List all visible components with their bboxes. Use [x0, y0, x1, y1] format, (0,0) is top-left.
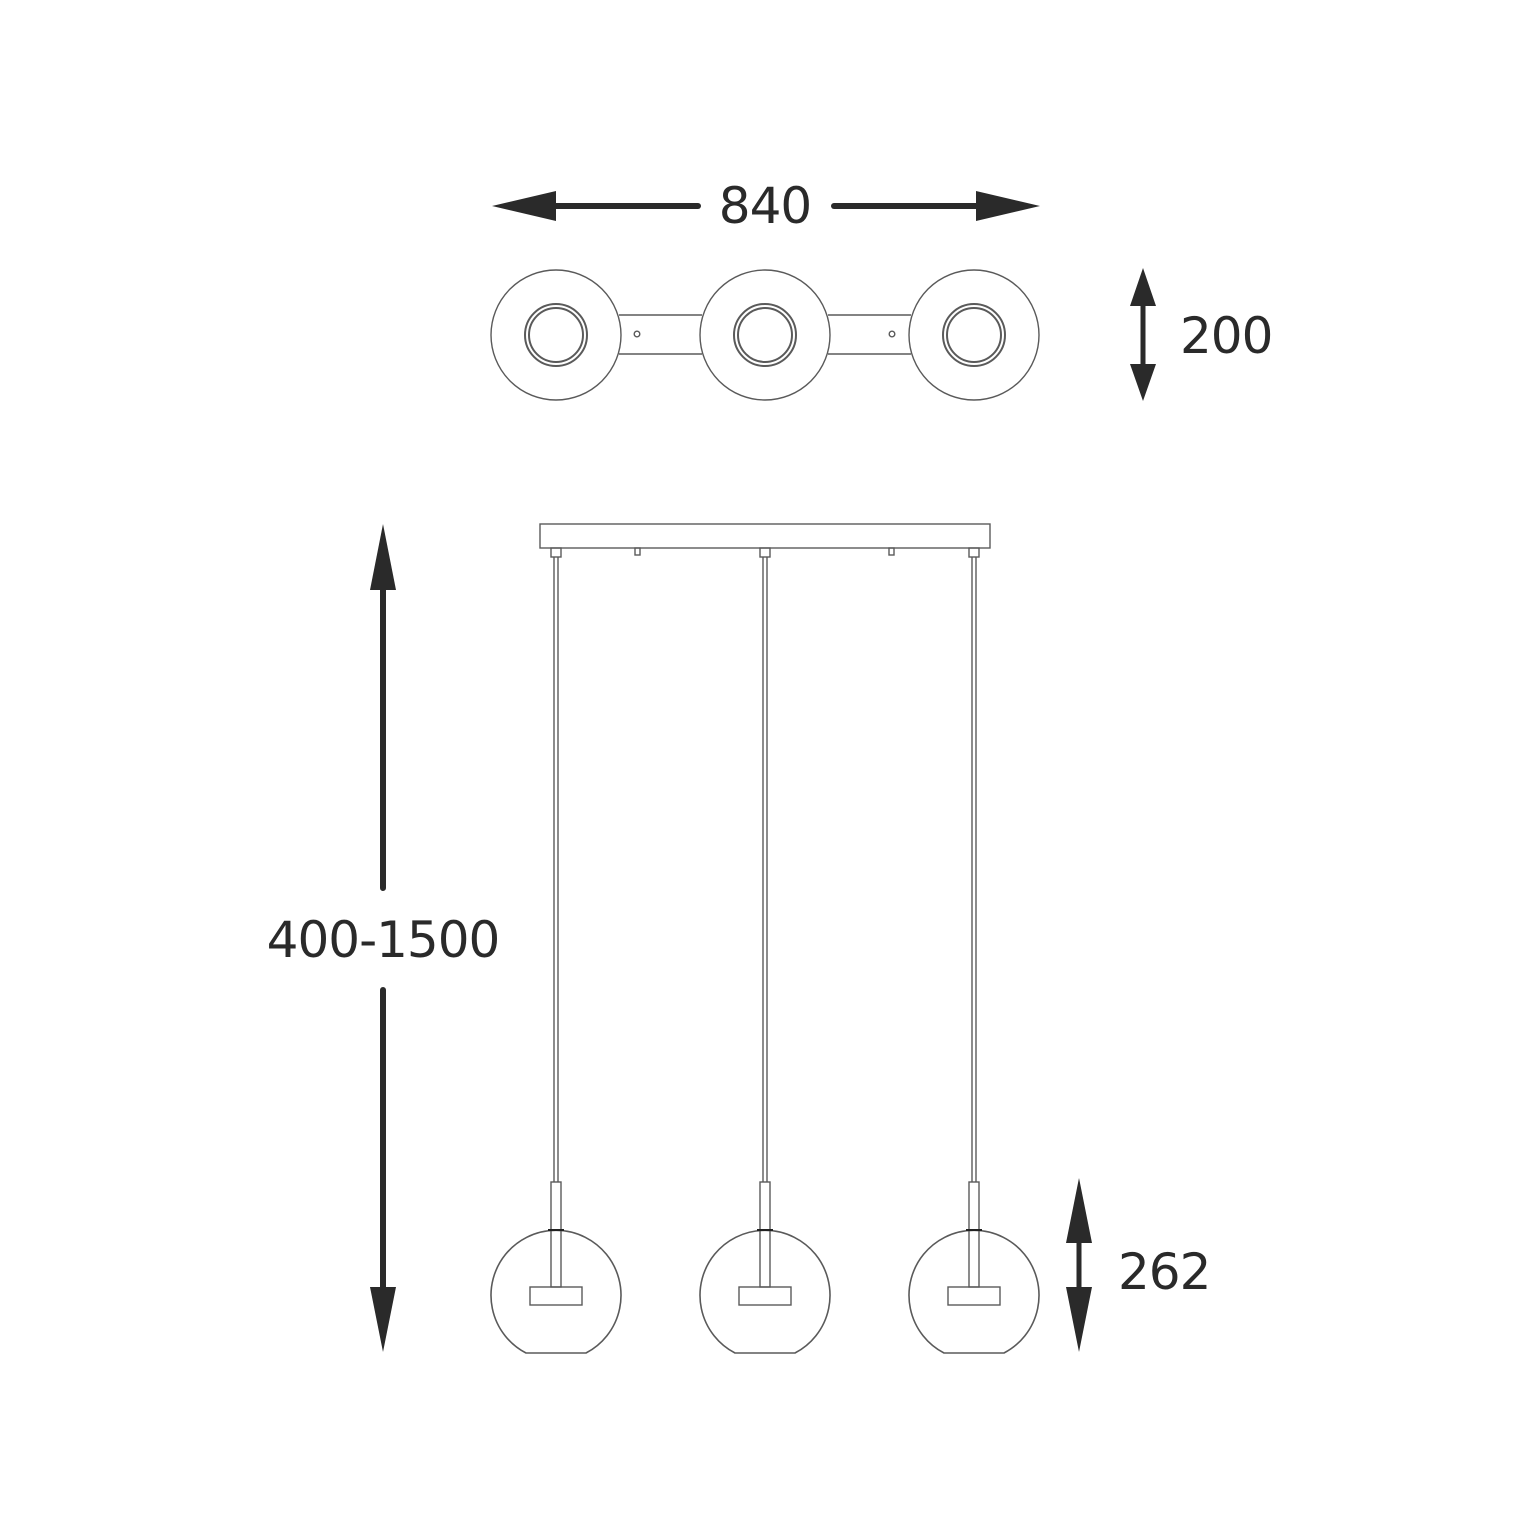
mount-screw-icon — [633, 330, 641, 338]
height-dimension-arrow — [370, 524, 396, 1352]
pendant-2 — [699, 557, 831, 1354]
width-dimension-label: 840 — [718, 177, 812, 235]
width-dimension-arrow — [492, 191, 1040, 221]
top-view — [490, 269, 1040, 401]
canopy-fixing-nub — [634, 547, 641, 556]
cable-grip — [759, 547, 771, 558]
top-view-shade-3 — [908, 269, 1040, 401]
pendant-1 — [490, 557, 622, 1354]
front-view — [490, 523, 1040, 1354]
top-view-shade-1 — [490, 269, 622, 401]
mount-screw-icon — [888, 330, 896, 338]
ceiling-canopy — [539, 523, 991, 549]
top-view-shade-2 — [699, 269, 831, 401]
hanging-height-dimension-label: 400-1500 — [266, 911, 501, 969]
globe-height-dimension-arrow — [1066, 1178, 1092, 1352]
globe-height-dimension-label: 262 — [1118, 1243, 1211, 1301]
depth-dimension-arrow — [1130, 268, 1156, 401]
pendant-3 — [908, 557, 1040, 1354]
depth-dimension-label: 200 — [1180, 307, 1273, 365]
cable-grip — [550, 547, 562, 558]
top-view-connecting-bar — [619, 314, 911, 355]
cable-grip — [968, 547, 980, 558]
canopy-fixing-nub — [888, 547, 895, 556]
